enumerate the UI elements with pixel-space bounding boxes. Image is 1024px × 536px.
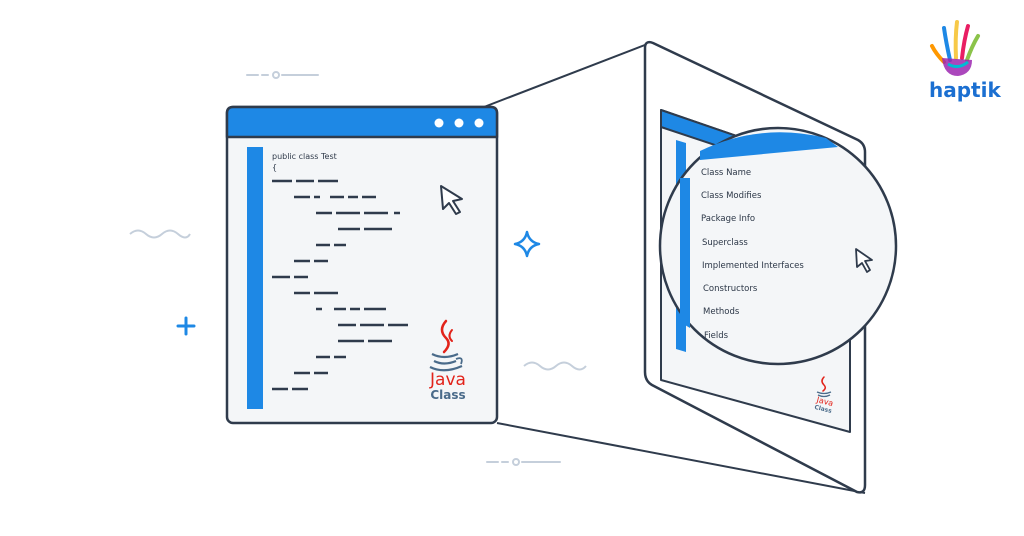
projection-lines bbox=[483, 42, 866, 494]
code-line-class-declaration: public class Test bbox=[272, 152, 337, 161]
attribute-item: Constructors bbox=[703, 284, 758, 294]
code-gutter bbox=[247, 147, 263, 409]
attribute-item: Methods bbox=[703, 307, 740, 317]
window-dot bbox=[454, 118, 464, 128]
attribute-item: Superclass bbox=[702, 238, 748, 248]
java-logo: Java Class bbox=[424, 372, 472, 402]
java-cup-icon bbox=[429, 319, 463, 372]
cursor-icon bbox=[855, 248, 873, 273]
attribute-item: Package Info bbox=[701, 214, 756, 224]
java-cup-small-icon bbox=[816, 376, 832, 398]
magnifier-lens bbox=[658, 126, 898, 366]
decor-wave-right bbox=[523, 361, 587, 371]
sparkle-icon bbox=[513, 230, 541, 258]
lens-titlebar bbox=[700, 132, 838, 160]
decor-dash-top bbox=[246, 71, 319, 79]
java-logo-word: Java bbox=[430, 370, 466, 390]
java-logo-sub: Class bbox=[430, 388, 466, 402]
decor-wave-left bbox=[129, 229, 191, 239]
code-line-brace: { bbox=[272, 163, 278, 172]
window-dot bbox=[434, 118, 444, 128]
cursor-icon bbox=[440, 185, 463, 215]
hand-icon bbox=[930, 20, 980, 76]
attribute-item: Fields bbox=[704, 331, 729, 341]
attribute-item: Class Modifies bbox=[701, 191, 762, 201]
decor-dash-bottom bbox=[486, 458, 561, 466]
plus-icon bbox=[176, 316, 196, 336]
window-dot bbox=[474, 118, 484, 128]
code-lines bbox=[272, 179, 408, 391]
attribute-item: Class Name bbox=[701, 168, 752, 178]
lens-sidebar bbox=[680, 178, 690, 328]
attribute-item: Implemented Interfaces bbox=[702, 261, 804, 271]
code-window bbox=[225, 105, 499, 425]
brand-name: haptik bbox=[929, 78, 1001, 102]
